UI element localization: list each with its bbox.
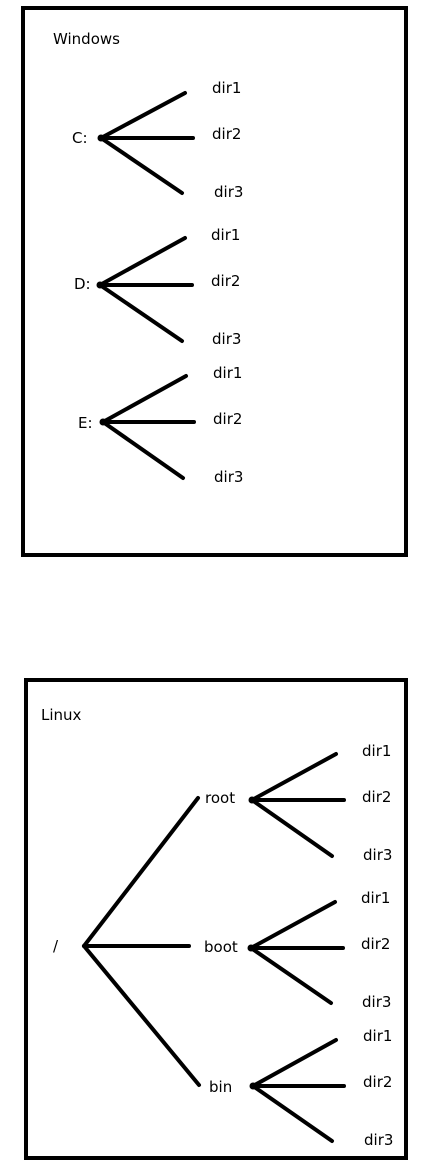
folder-boot-node <box>247 944 255 952</box>
drive-d-dir3-label: dir3 <box>212 330 241 348</box>
folder-root-group: root dir1 dir2 dir3 <box>205 742 392 864</box>
drive-c-dir2-label: dir2 <box>212 125 241 143</box>
folder-bin-group: bin dir1 dir2 dir3 <box>209 1027 393 1149</box>
windows-frame <box>21 6 408 557</box>
linux-panel: Linux / root dir1 dir2 dir3 boot dir1 di… <box>24 678 408 1160</box>
linux-root-slash-label: / <box>53 937 59 955</box>
folder-boot-branch-dir3 <box>249 946 333 1005</box>
folder-bin-node <box>249 1082 257 1090</box>
folder-root-dir1-label: dir1 <box>362 742 391 760</box>
drive-d-dir2-label: dir2 <box>211 272 240 290</box>
drive-e-label: E: <box>78 414 93 432</box>
drive-c-node <box>97 134 105 142</box>
drive-c-branch-dir1 <box>99 91 187 140</box>
drive-d-dir1-label: dir1 <box>211 226 240 244</box>
folder-root-branch-dir3 <box>250 798 334 858</box>
linux-title: Linux <box>41 706 82 724</box>
folder-boot-dir1-label: dir1 <box>361 889 390 907</box>
folder-bin-branch-dir3 <box>251 1084 334 1143</box>
drive-d-branch-dir3 <box>98 283 184 343</box>
drive-c-dir1-label: dir1 <box>212 79 241 97</box>
linux-frame <box>24 678 408 1160</box>
drive-d-group: D: dir1 dir2 dir3 <box>74 226 241 348</box>
windows-title: Windows <box>53 30 120 48</box>
folder-root-node <box>248 796 256 804</box>
drive-e-dir1-label: dir1 <box>213 364 242 382</box>
folder-bin-branch-dir1 <box>251 1038 338 1088</box>
folder-boot-dir2-label: dir2 <box>361 935 390 953</box>
folder-root-dir2-label: dir2 <box>362 788 391 806</box>
drive-e-node <box>99 418 107 426</box>
drive-d-node <box>96 281 104 289</box>
drive-e-group: E: dir1 dir2 dir3 <box>78 364 243 486</box>
folder-root-dir3-label: dir3 <box>363 846 392 864</box>
folder-boot-label: boot <box>204 938 238 956</box>
folder-root-branch-dir1 <box>250 752 338 802</box>
linux-branch-root <box>82 796 200 948</box>
folder-bin-dir1-label: dir1 <box>363 1027 392 1045</box>
folder-root-label: root <box>205 789 235 807</box>
folder-boot-dir3-label: dir3 <box>362 993 391 1011</box>
folder-boot-branch-dir1 <box>249 900 337 950</box>
drive-e-dir2-label: dir2 <box>213 410 242 428</box>
folder-boot-group: boot dir1 dir2 dir3 <box>204 889 391 1011</box>
drive-c-group: C: dir1 dir2 dir3 <box>72 79 243 201</box>
folder-bin-label: bin <box>209 1078 232 1096</box>
drive-d-label: D: <box>74 275 91 293</box>
drive-e-branch-dir3 <box>101 420 185 480</box>
drive-d-branch-dir1 <box>98 236 187 287</box>
drive-c-label: C: <box>72 129 88 147</box>
drive-e-branch-dir1 <box>101 374 188 424</box>
linux-branch-bin <box>82 944 201 1087</box>
folder-bin-dir2-label: dir2 <box>363 1073 392 1091</box>
drive-c-branch-dir3 <box>99 136 184 195</box>
folder-bin-dir3-label: dir3 <box>364 1131 393 1149</box>
drive-e-dir3-label: dir3 <box>214 468 243 486</box>
drive-c-dir3-label: dir3 <box>214 183 243 201</box>
windows-panel: Windows C: dir1 dir2 dir3 D: dir1 dir2 d… <box>21 6 408 557</box>
